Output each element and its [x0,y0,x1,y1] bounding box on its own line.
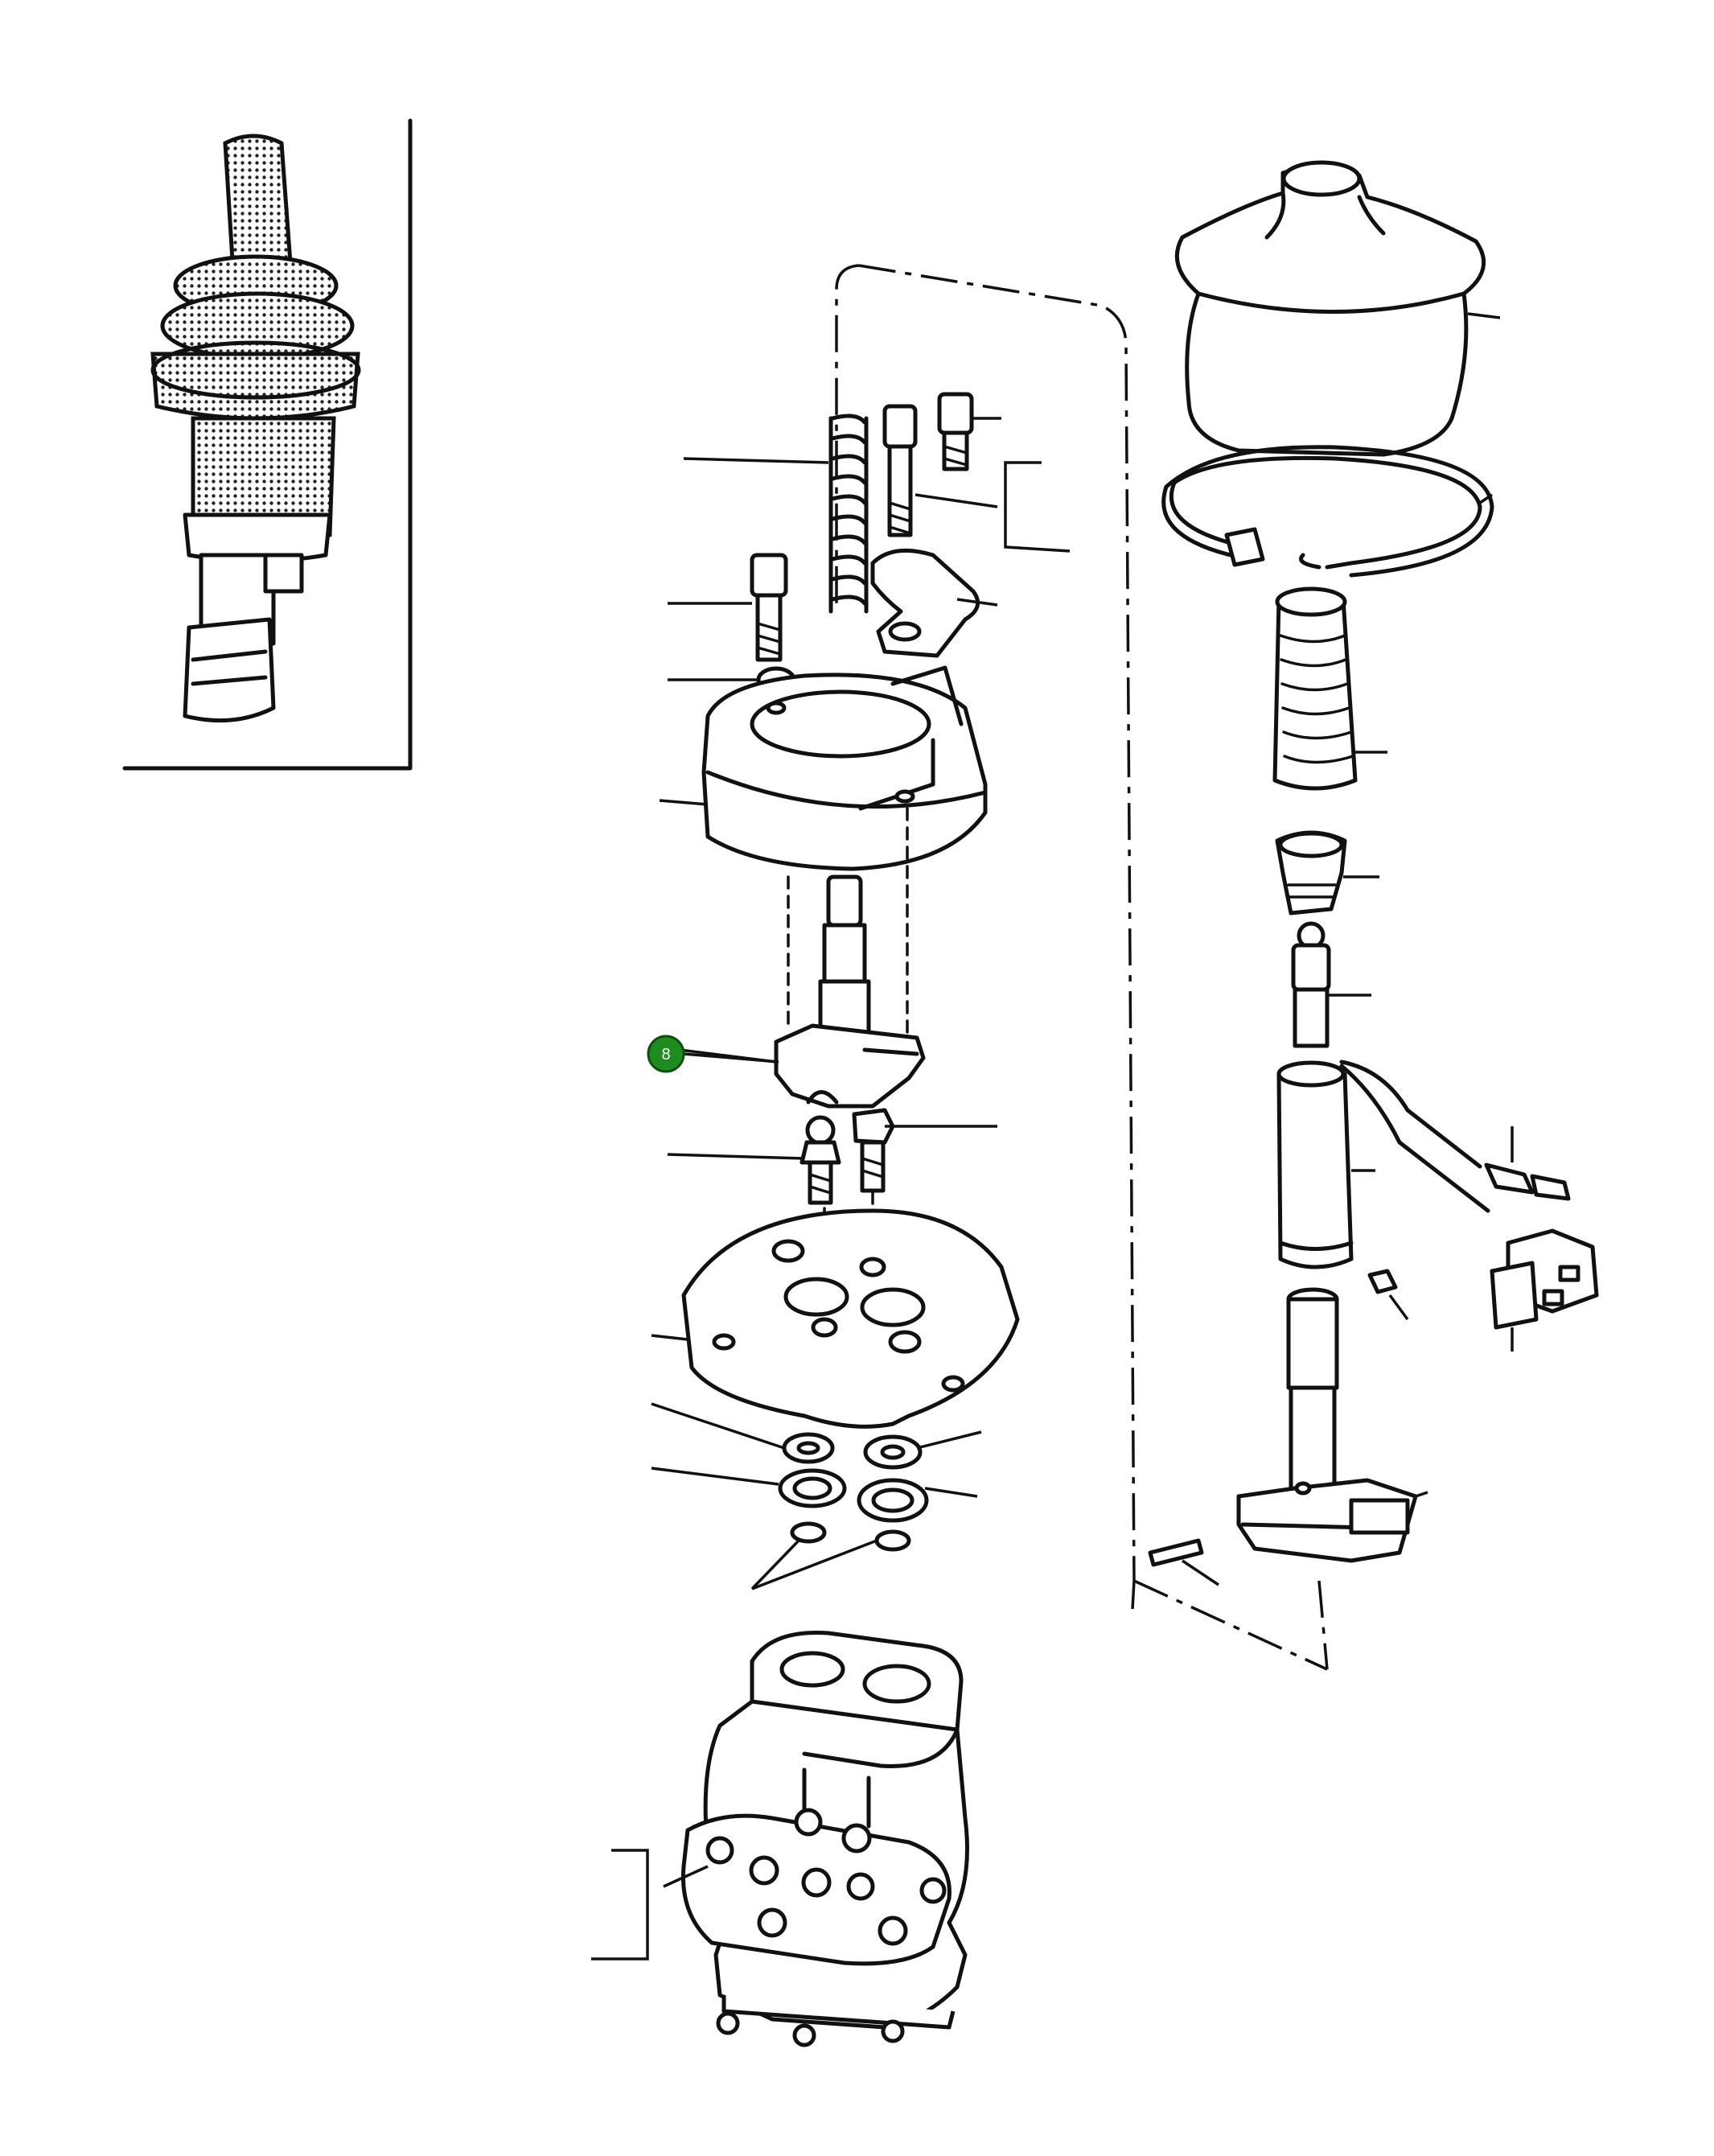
spade-terminals [1484,1162,1571,1201]
plunger-shaft [818,874,871,1048]
mounting-plate [681,1208,1020,1429]
rubber-boot [1174,160,1486,457]
inset-assembly-view [122,118,413,771]
inset-frame [122,118,413,771]
inset-flange-ring [150,340,361,400]
cap-screw-long [882,404,918,537]
callout-8-bubble[interactable] [647,1035,685,1073]
seal-stack-left [778,1432,847,1544]
callout-8-leader [679,1048,777,1064]
switch-wires [1339,1059,1490,1213]
grip-sleeve [1272,586,1358,791]
actuator-block [774,1023,926,1109]
actuator-block-slot [806,1047,919,1105]
leader-lines [591,312,1514,1961]
inset-base-detail [191,649,268,686]
inset-flange [150,352,360,421]
cap-screw-left [750,553,788,662]
hex-bolt [852,1108,895,1193]
spring [828,414,869,614]
grub-screw [1367,1269,1398,1294]
housing-ring [701,665,988,871]
switch-housing [1276,1060,1354,1269]
lever-shaft [1236,1287,1418,1563]
seal-stack-right [857,1434,929,1552]
clamp-bracket-hole [888,621,922,642]
group-outline-dashdot [835,264,1329,1671]
clamp-band [1161,445,1494,578]
callout-8[interactable]: 8 [647,1035,777,1073]
switch-plunger [1291,921,1331,1048]
inset-valve-base [183,617,276,723]
roll-pin [1148,1538,1204,1567]
threaded-adapter [1275,830,1347,915]
hidden-guide-lines [787,807,909,1216]
valve-body [680,1630,969,2047]
cap-screw-short [937,392,974,471]
clamp-bracket [870,548,980,658]
connector-block [1490,1228,1599,1330]
inset-side-block [263,553,304,594]
ball-stud [799,1115,841,1205]
